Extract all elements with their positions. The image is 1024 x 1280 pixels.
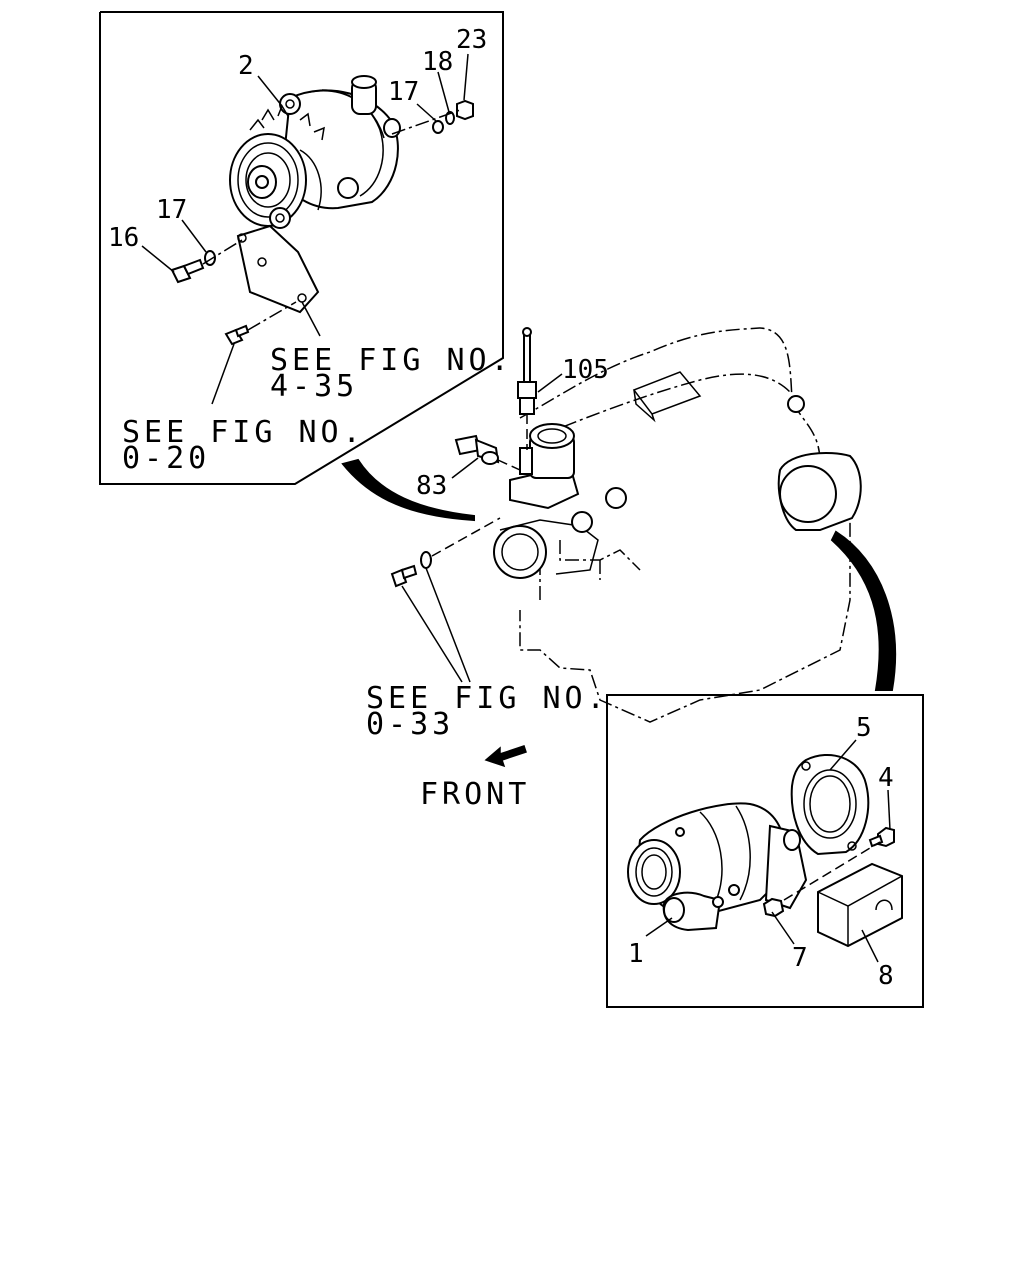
alternator-part (229, 75, 401, 229)
nut-23 (456, 99, 474, 121)
cover-8 (817, 862, 903, 948)
front-direction-indicator: FRONT (420, 745, 530, 812)
starter-motor-1 (627, 802, 808, 932)
callout-18: 18 (422, 47, 453, 77)
callout-2: 2 (238, 51, 254, 81)
alternator-bracket (236, 224, 320, 314)
starter-inset-frame (606, 694, 924, 1008)
callout-8: 8 (878, 961, 894, 991)
callout-16: 16 (108, 223, 139, 253)
callout-23: 23 (456, 25, 487, 55)
housing-bolt-and-washer (390, 517, 501, 683)
callout-1: 1 (628, 939, 644, 969)
rocker-cover-raised (632, 371, 702, 415)
alternator-inset: 2 23 18 17 17 16 SEE FIG NO. 4-35 SEE FI… (99, 11, 513, 485)
callout-5: 5 (856, 713, 872, 743)
front-arrow-icon (484, 745, 527, 768)
callout-83: 83 (416, 471, 447, 501)
bracket-bolt (224, 324, 250, 346)
callout-105: 105 (562, 355, 609, 385)
alternator-inset-frame (99, 11, 504, 485)
callout-17-lower: 17 (156, 195, 187, 225)
front-label: FRONT (420, 777, 530, 812)
washer-17-upper (432, 120, 444, 134)
sensor-83: 83 (416, 434, 521, 501)
bolt-4 (868, 826, 895, 848)
starter-inset: 5 4 1 7 8 (606, 694, 924, 1008)
ref-0-33-line2: 0-33 (366, 707, 454, 742)
starter-location-arrow (830, 530, 896, 691)
bolt-16 (170, 258, 205, 284)
nut-7 (762, 897, 785, 918)
sensor-105: 105 (517, 327, 609, 450)
ref-4-35-line2: 4-35 (270, 369, 358, 404)
gasket-5 (790, 753, 870, 856)
callout-4: 4 (878, 763, 894, 793)
callout-17-upper: 17 (388, 77, 419, 107)
ref-0-33-line1: SEE FIG NO. (366, 681, 609, 716)
ref-4-35-line1: SEE FIG NO. (270, 343, 513, 378)
ref-0-20-line2: 0-20 (122, 441, 210, 476)
starter-location-phantom (777, 451, 862, 531)
ref-0-20-line1: SEE FIG NO. (122, 415, 365, 450)
alternator-location-arrow (341, 458, 475, 522)
engine-block-phantom (493, 327, 862, 723)
callout-7: 7 (792, 943, 808, 973)
